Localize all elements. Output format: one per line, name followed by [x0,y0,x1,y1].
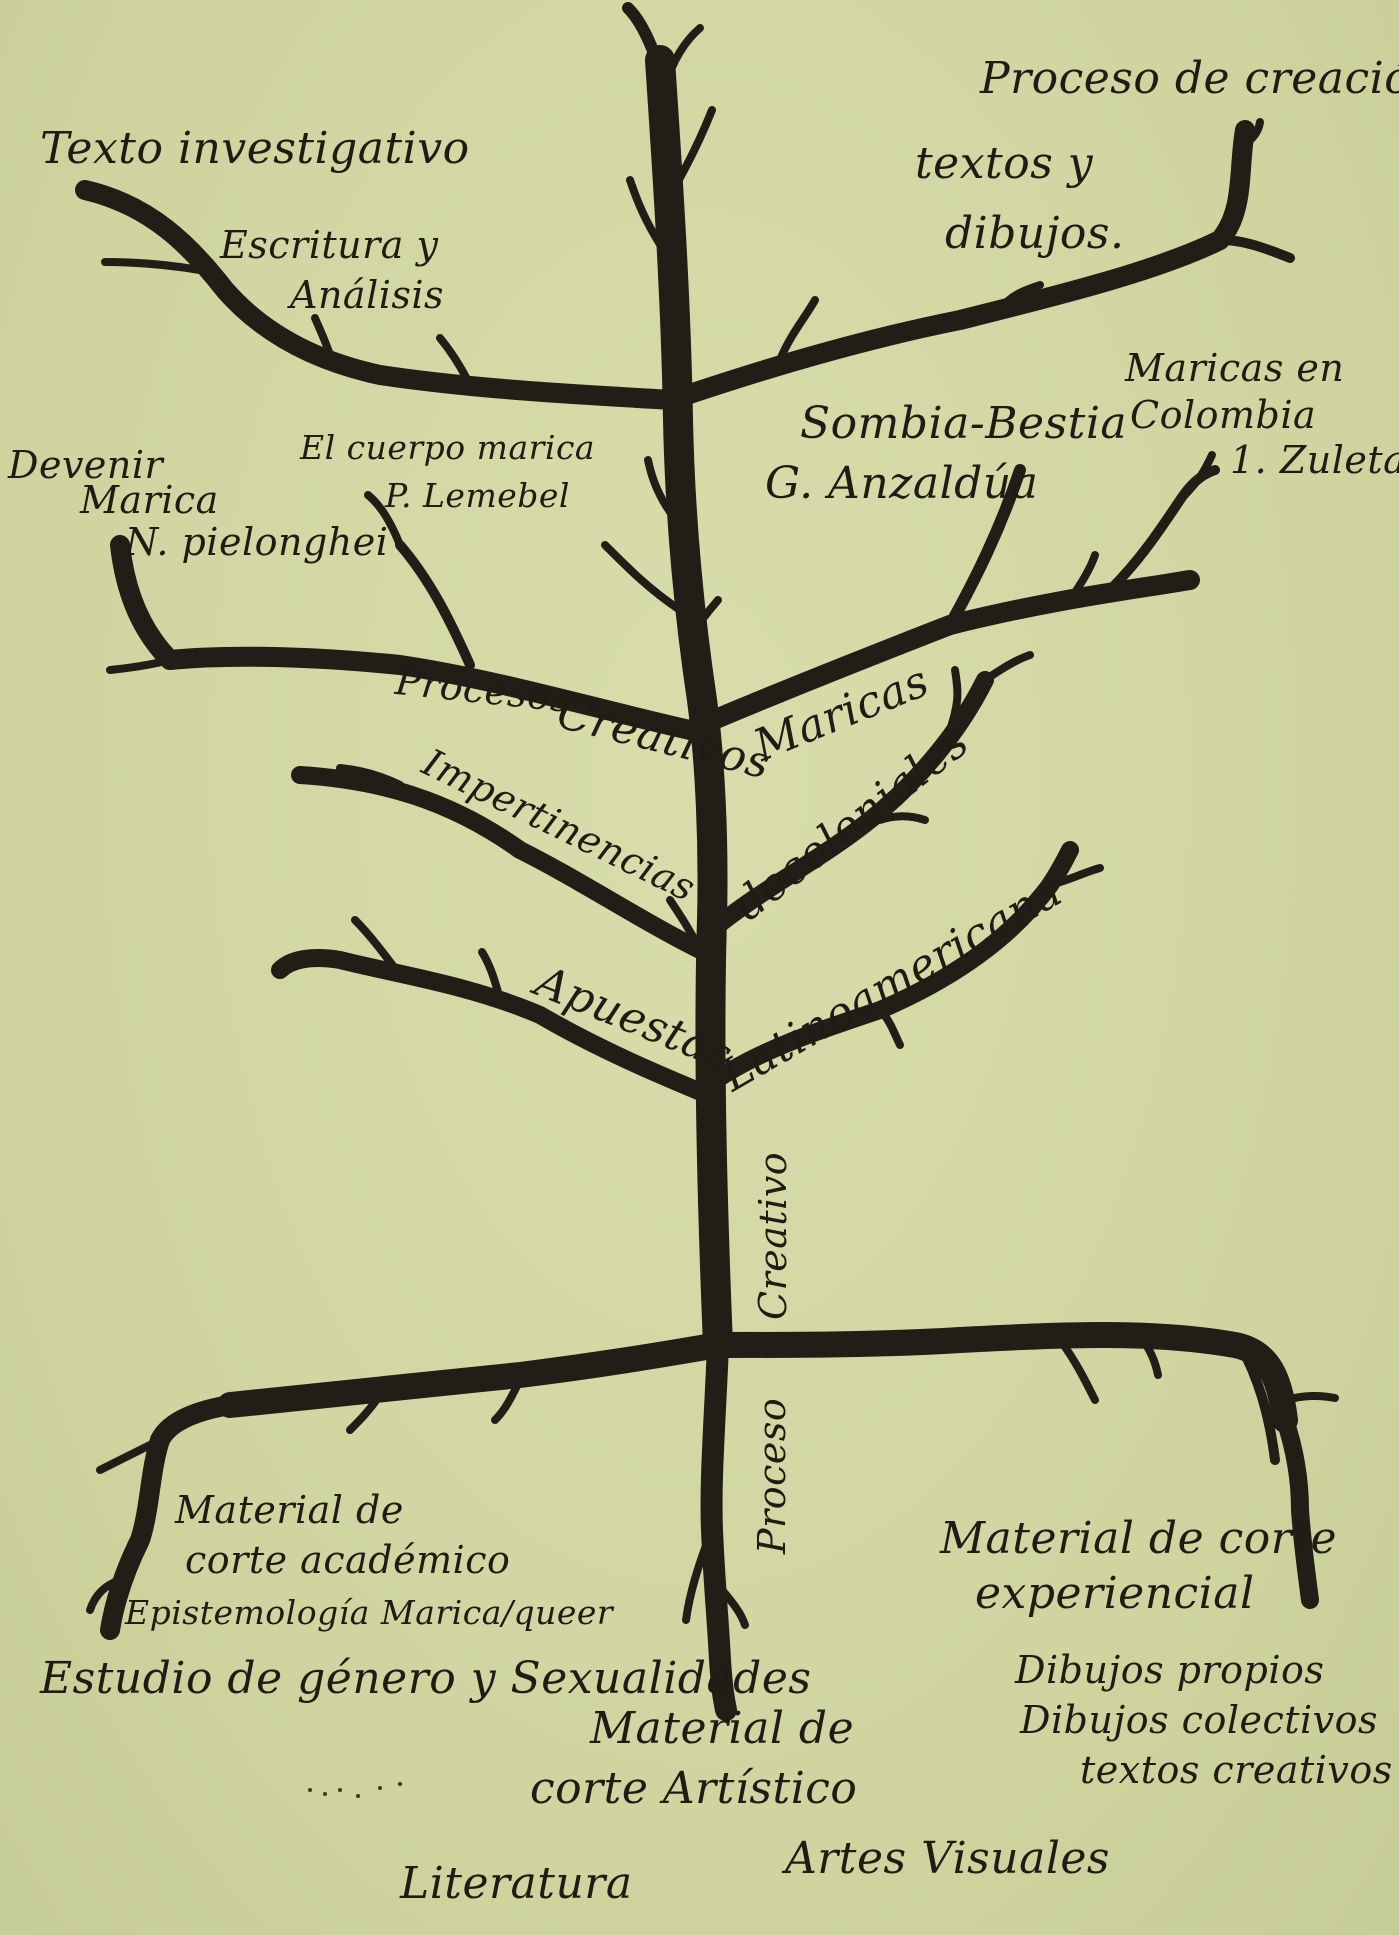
branch-mid-right [690,580,1190,730]
trunk-tip [628,8,660,70]
root-right [1285,1420,1310,1600]
twig-inner-2 [605,545,680,610]
label-dibujos: dibujos. [945,210,1124,258]
label-material-academico-2: corte académico [185,1540,510,1582]
label-analisis: Análisis [290,275,444,317]
label-material-academico-1: Material de [175,1490,404,1532]
label-proceso-creacion: Proceso de creación [980,55,1399,103]
label-dibujos-propios: Dibujos propios [1015,1650,1324,1692]
label-lemebel: P. Lemebel [385,478,570,514]
label-escritura: Escritura y [220,225,438,267]
twig-mid-left-1 [110,660,170,670]
label-dibujos-colectivos: Dibujos colectivos [1020,1700,1378,1742]
twig-mid-left-2 [400,545,470,665]
label-material-artistico-2: corte Artístico [530,1765,857,1813]
label-epistemologia: Epistemología Marica/queer [125,1595,613,1631]
label-literatura: Literatura [400,1860,633,1908]
label-material-artistico-1: Material de [590,1705,854,1753]
label-sombia-bestia: Sombia-Bestia [800,400,1127,448]
label-maricas-en: Maricas en [1125,348,1344,390]
label-creativo: Creativo [753,1152,795,1320]
label-cuerpo-marica: El cuerpo marica [300,430,595,466]
root-right-twig-2 [1285,1396,1335,1400]
root-right-twig-3 [1060,1340,1095,1400]
twig-decoloniales-1 [985,655,1030,680]
label-artes-visuales: Artes Visuales [785,1835,1110,1883]
label-material-experiencial-2: experiencial [975,1570,1255,1618]
label-zuleta: 1. Zuleta [1230,440,1399,482]
label-textos-y: textos y [915,140,1093,188]
label-textos-creativos: textos creativos [1080,1750,1393,1792]
label-devenir-marica: Marica [80,480,219,522]
label-material-experiencial-1: Material de corte [940,1515,1337,1563]
twig-top-left-1 [105,262,200,270]
twig-mid-right-2 [1110,470,1215,590]
decorative-dots [300,1770,420,1810]
label-colombia: Colombia [1130,395,1316,437]
label-anzaldua: G. Anzaldúa [765,460,1038,508]
twig-top-right-1 [1222,240,1290,258]
label-texto-investigativo: Texto investigativo [40,125,470,173]
label-estudio-genero: Estudio de género y Sexualidades [40,1655,811,1703]
label-pielonghei: N. pielonghei [125,522,388,564]
label-proceso: Proceso [752,1398,794,1554]
